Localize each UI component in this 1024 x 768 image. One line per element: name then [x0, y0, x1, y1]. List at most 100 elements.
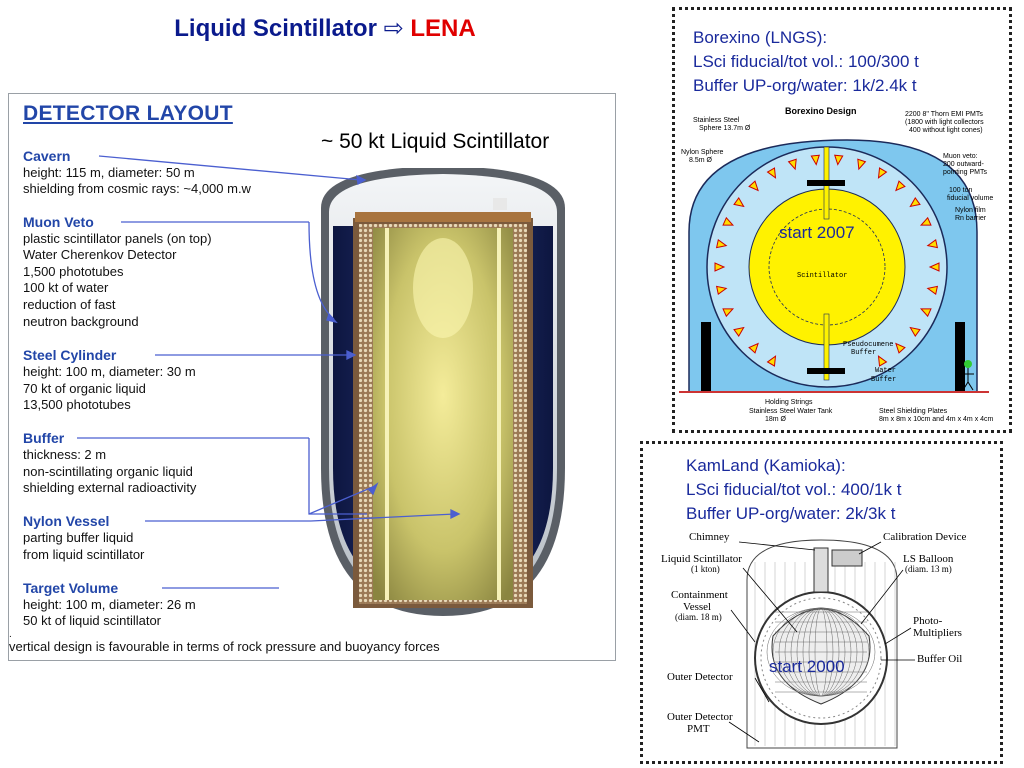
kamland-line: KamLand (Kamioka):: [686, 456, 846, 475]
kl-label-calibration: Calibration Device: [883, 532, 967, 543]
kl-label-containment: (diam. 18 m): [675, 612, 722, 622]
section-cavern-title: Cavern: [23, 148, 71, 164]
bx-label-plates: 8m x 8m x 10cm and 4m x 4m x 4cm: [879, 416, 994, 423]
bx-label-veto: pointing PMTs: [943, 169, 987, 176]
kamland-start-label: start 2000: [769, 657, 845, 676]
bx-label-pmts: 400 without light cones): [909, 127, 983, 134]
pmt-icon: [733, 326, 745, 337]
bx-label-water: Water: [875, 367, 896, 375]
pmt-icon: [919, 216, 932, 226]
bx-label-sphere: Sphere 13.7m Ø: [699, 125, 751, 132]
bx-label-film: Nylon film: [955, 207, 986, 214]
borexino-diagram-title: Borexino Design: [785, 106, 857, 116]
pmt-icon: [748, 180, 759, 192]
pmt-icon: [787, 158, 797, 171]
bx-label-nylon: 8.5m Ø: [689, 157, 713, 164]
kl-label-outer-pmt: PMT: [687, 723, 710, 735]
section-line: plastic scintillator panels (on top): [23, 231, 212, 246]
kl-label-ls: Liquid Scintillator: [661, 553, 742, 565]
kl-label-balloon: (diam. 13 m): [905, 564, 952, 574]
section-line: 13,500 phototubes: [23, 397, 131, 412]
pmt-icon: [909, 197, 921, 208]
pmt-icon: [909, 326, 921, 337]
lena-caption: ~ 50 kt Liquid Scintillator: [321, 130, 550, 153]
borexino-diagram: Borexino Design Stainless Steel Sphere 1…: [679, 106, 994, 423]
bx-label-fiducial: 100 ton: [949, 187, 972, 194]
bx-label-pmts: 2200 8" Thorn EMI PMTs: [905, 111, 983, 118]
kl-label-containment: Containment: [671, 589, 728, 601]
section-line: height: 100 m, diameter: 30 m: [23, 364, 196, 379]
section-line: 1,500 phototubes: [23, 264, 124, 279]
bx-label-nylon: Nylon Sphere: [681, 149, 724, 156]
pmt-icon: [733, 197, 745, 208]
kl-label-balloon: LS Balloon: [903, 553, 954, 565]
section-buffer-title: Buffer: [23, 430, 65, 446]
borexino-panel: Borexino (LNGS): LSci fiducial/tot vol.:…: [672, 7, 1012, 433]
kl-label-containment: Vessel: [683, 601, 711, 613]
pmt-icon: [714, 262, 726, 272]
section-line: 50 kt of liquid scintillator: [23, 613, 162, 628]
kl-label-photo: Photo-: [913, 615, 943, 627]
section-line: neutron background: [23, 314, 139, 329]
bx-label-pc: Buffer: [851, 349, 876, 357]
pmt-icon: [857, 158, 867, 171]
pmt-icon: [766, 355, 777, 367]
borexino-line: LSci fiducial/tot vol.: 100/300 t: [693, 52, 919, 71]
lena-bottom-note: vertical design is favourable in terms o…: [9, 639, 440, 654]
lena-detector-panel: DETECTOR LAYOUT: [8, 93, 616, 661]
kamland-line: LSci fiducial/tot vol.: 400/1k t: [686, 480, 902, 499]
section-target-volume-title: Target Volume: [23, 580, 119, 596]
bx-label-fiducial: fiducial volume: [947, 195, 993, 202]
pmt-icon: [895, 342, 906, 354]
section-nylon-vessel-title: Nylon Vessel: [23, 513, 110, 529]
section-line: 100 kt of water: [23, 280, 109, 295]
bx-label-water: Buffer: [871, 376, 896, 384]
title-highlight: LENA: [410, 15, 476, 42]
section-line: 70 kt of organic liquid: [23, 381, 146, 396]
section-line: from liquid scintillator: [23, 547, 145, 562]
kl-label-chimney: Chimney: [689, 532, 730, 543]
bx-label-holding: Holding Strings: [765, 399, 813, 406]
kamland-panel: KamLand (Kamioka): LSci fiducial/tot vol…: [640, 441, 1003, 764]
kl-label-photo: Multipliers: [913, 627, 962, 639]
section-line: shielding external radioactivity: [23, 480, 197, 495]
section-line: thickness: 2 m: [23, 447, 107, 462]
section-steel-cylinder-title: Steel Cylinder: [23, 347, 117, 363]
section-line: height: 100 m, diameter: 26 m: [23, 597, 196, 612]
pmt-icon: [877, 167, 888, 179]
bx-label-veto: Muon veto:: [943, 153, 978, 160]
bx-label-tank: Stainless Steel Water Tank: [749, 408, 833, 415]
borexino-line: Buffer UP-org/water: 1k/2.4k t: [693, 76, 917, 95]
pmt-icon: [810, 154, 820, 166]
bx-label-pmts: (1800 with light collectors: [905, 119, 984, 126]
kl-label-ls: (1 kton): [691, 564, 720, 574]
section-line: Water Cherenkov Detector: [23, 247, 177, 262]
bx-label-veto: 200 outward-: [943, 161, 985, 168]
pmt-icon: [715, 238, 728, 249]
bx-label-pc: Pseudocumene: [843, 341, 893, 349]
kl-label-outer-pmt: Outer Detector: [667, 711, 733, 723]
lena-detector-drawing: [321, 168, 565, 616]
slide-title: Liquid Scintillator ⇨ LENA: [0, 14, 650, 43]
kl-label-buffer-oil: Buffer Oil: [917, 653, 962, 665]
section-line: reduction of fast: [23, 297, 116, 312]
bx-label-tank: 18m Ø: [765, 416, 787, 423]
pmt-icon: [919, 308, 932, 318]
bx-label-plates: Steel Shielding Plates: [879, 408, 948, 415]
title-main: Liquid Scintillator: [174, 15, 377, 42]
borexino-line: Borexino (LNGS):: [693, 28, 828, 47]
kl-label-outer: Outer Detector: [667, 671, 733, 683]
bx-label-sphere: Stainless Steel: [693, 117, 740, 124]
borexino-start-label: start 2007: [779, 223, 855, 242]
section-muon-veto-title: Muon Veto: [23, 214, 94, 230]
pmt-icon: [926, 285, 939, 296]
section-line: non-scintillating organic liquid: [23, 464, 193, 479]
pmt-icon: [766, 167, 777, 179]
arrow-icon: ⇨: [383, 15, 404, 42]
bx-label-scint: Scintillator: [797, 272, 847, 280]
section-line: parting buffer liquid: [23, 530, 134, 545]
pmt-icon: [895, 180, 906, 192]
pmt-icon: [877, 355, 888, 367]
pmt-icon: [926, 238, 939, 249]
kamland-diagram: Chimney Calibration Device Liquid Scinti…: [661, 532, 967, 749]
